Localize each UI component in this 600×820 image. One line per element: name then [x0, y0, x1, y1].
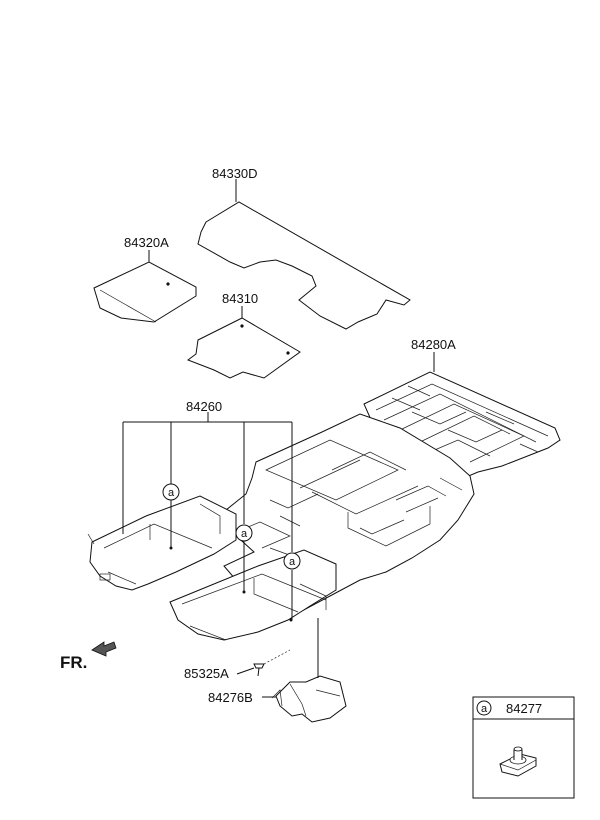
front-arrow-icon — [91, 641, 117, 657]
part-label-84330d: 84330D — [212, 166, 258, 181]
legend-circle-icon — [476, 700, 492, 716]
callout-a-3-letter: a — [289, 556, 296, 568]
carpet-front-84260[interactable] — [87, 412, 475, 641]
part-label-84276b: 84276B — [208, 690, 253, 705]
callout-a-3[interactable]: a — [283, 552, 301, 570]
part-label-84280a: 84280A — [411, 337, 456, 352]
callout-a-1[interactable]: a — [162, 483, 180, 501]
part-label-85325a: 85325A — [184, 666, 229, 681]
clip-84277-icon[interactable] — [499, 746, 537, 777]
rear-mat-84330d[interactable] — [197, 179, 411, 330]
legend-box: a 84277 — [472, 696, 575, 799]
legend-part-number: 84277 — [506, 701, 542, 716]
legend-letter: a — [481, 703, 488, 715]
callout-a-2-letter: a — [241, 528, 248, 540]
front-direction-indicator: FR. — [60, 641, 117, 672]
callout-a-1-letter: a — [168, 487, 175, 499]
floor-mat-84310[interactable] — [186, 306, 301, 379]
carpet-rear-84280a[interactable] — [363, 352, 561, 479]
part-label-84310: 84310 — [222, 291, 258, 306]
clip-85325a[interactable] — [236, 649, 291, 677]
front-label: FR. — [60, 653, 87, 672]
callout-a-2[interactable]: a — [235, 524, 253, 542]
luggage-mat-84320a[interactable] — [93, 250, 197, 323]
pad-84276b[interactable] — [262, 618, 347, 723]
part-label-84260: 84260 — [186, 399, 222, 414]
part-label-84320a: 84320A — [124, 235, 169, 250]
